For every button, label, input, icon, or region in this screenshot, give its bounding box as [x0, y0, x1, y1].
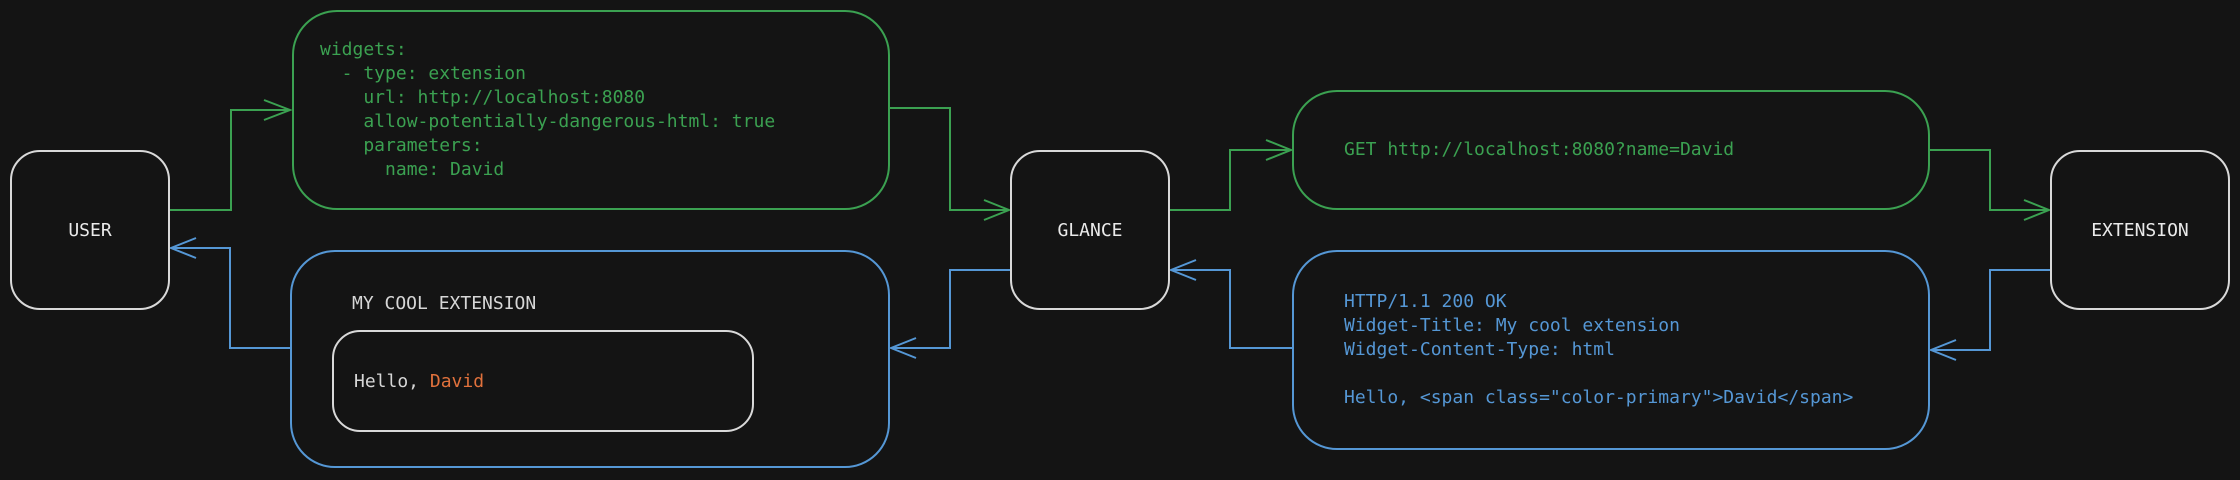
- node-glance-label: GLANCE: [1057, 219, 1123, 241]
- response-line: [1344, 362, 1928, 386]
- wire-glance-to-request: [1170, 149, 1290, 211]
- node-user: USER: [10, 150, 170, 310]
- response-line: Widget-Content-Type: html: [1344, 339, 1615, 360]
- greeting-prefix: Hello,: [354, 370, 430, 392]
- arrowhead-glance-to-widget: [888, 337, 917, 359]
- greeting-name: David: [429, 370, 485, 392]
- arrowhead-request-to-extension: [2023, 199, 2052, 221]
- config-line: name: David: [320, 159, 505, 180]
- config-line: widgets:: [320, 39, 407, 60]
- arrowhead-response-to-glance: [1168, 259, 1197, 281]
- arrowhead-extension-to-response: [1928, 339, 1957, 361]
- arrowhead-widget-to-user: [168, 237, 197, 259]
- wire-glance-to-widget: [892, 269, 1010, 349]
- http-response-box: HTTP/1.1 200 OK Widget-Title: My cool ex…: [1292, 250, 1930, 450]
- wire-widget-to-user: [172, 247, 290, 349]
- config-line: - type: extension: [320, 63, 526, 84]
- arrowhead-glance-to-request: [1265, 139, 1294, 161]
- config-yaml-box: widgets: - type: extension url: http://l…: [292, 10, 890, 210]
- wire-response-to-glance: [1172, 269, 1292, 349]
- arrowhead-user-to-config: [263, 99, 293, 121]
- wire-user-to-config: [170, 109, 289, 211]
- wire-config-to-glance: [890, 107, 1008, 211]
- wire-extension-to-response: [1932, 269, 2050, 351]
- response-line: Widget-Title: My cool extension: [1344, 315, 1680, 336]
- node-extension-label: EXTENSION: [2091, 219, 2189, 241]
- node-user-label: USER: [68, 219, 112, 241]
- wire-request-to-extension: [1930, 149, 2048, 211]
- http-request-box: GET http://localhost:8080?name=David: [1292, 90, 1930, 210]
- config-line: parameters:: [320, 135, 483, 156]
- arrowhead-config-to-glance: [983, 199, 1012, 221]
- config-line: url: http://localhost:8080: [320, 87, 646, 108]
- node-glance: GLANCE: [1010, 150, 1170, 310]
- config-line: allow-potentially-dangerous-html: true: [320, 111, 776, 132]
- rendered-widget-box: MY COOL EXTENSION Hello, David: [290, 250, 890, 468]
- widget-greeting-box: Hello, David: [332, 330, 754, 432]
- widget-title: MY COOL EXTENSION: [352, 293, 537, 314]
- request-line: GET http://localhost:8080?name=David: [1344, 139, 1735, 160]
- response-line: Hello, <span class="color-primary">David…: [1344, 387, 1854, 408]
- response-line: HTTP/1.1 200 OK: [1344, 291, 1507, 312]
- node-extension: EXTENSION: [2050, 150, 2230, 310]
